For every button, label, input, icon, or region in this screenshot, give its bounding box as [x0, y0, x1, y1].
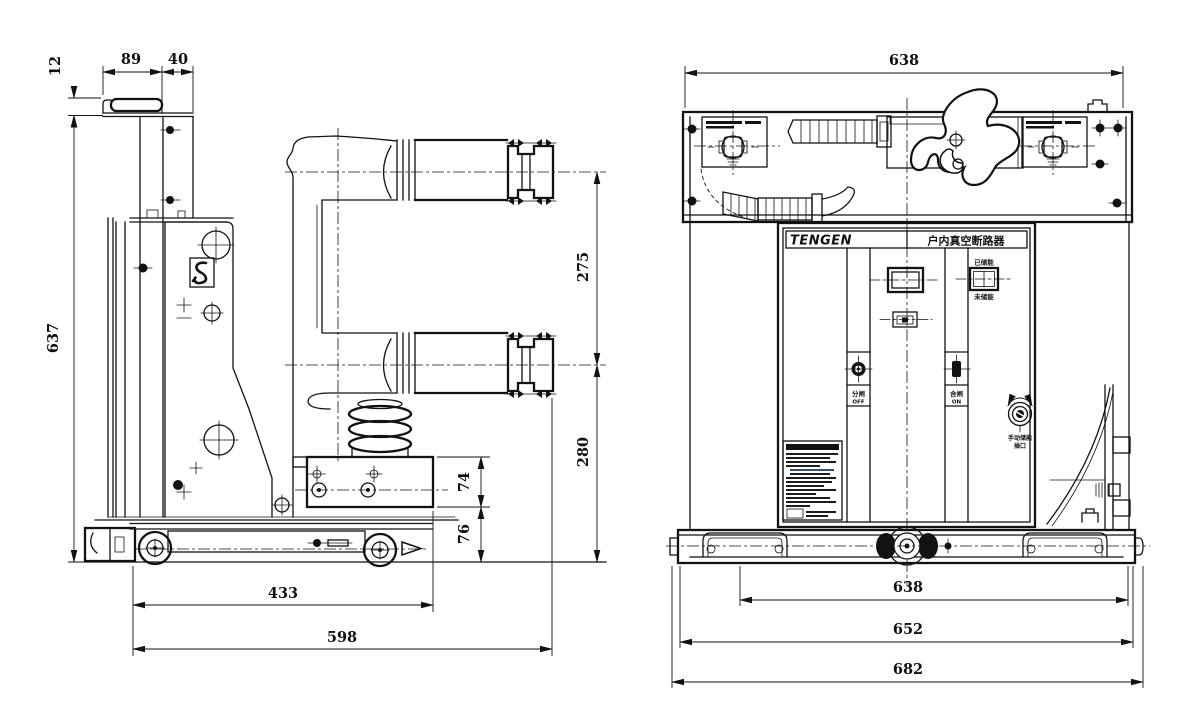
base-beam	[666, 526, 1150, 566]
upper-pole	[382, 137, 558, 207]
guide-pin	[401, 540, 424, 557]
dim-base-inner: 638	[893, 579, 923, 596]
dim-handle-width: 89	[121, 51, 141, 68]
drive-handle	[102, 97, 194, 118]
knob-sub: 插口	[1014, 442, 1026, 450]
castellated-nut	[1081, 508, 1099, 523]
lifting-handle-left	[702, 532, 788, 557]
secondary-plug-left	[701, 116, 768, 168]
nameplate	[782, 440, 843, 521]
dim-pole-spacing: 275	[575, 252, 592, 282]
wiring-conduit-upper	[787, 115, 892, 148]
charged-label: 已储能	[974, 258, 994, 267]
dim-base-outer: 682	[893, 661, 923, 678]
mechanism-section	[681, 88, 1134, 585]
knob-label: 手动储能	[1008, 434, 1032, 442]
secondary-plug-right	[1021, 116, 1088, 168]
rear-wheel	[362, 532, 398, 568]
dim-base-mid: 652	[893, 621, 923, 638]
dim-wheel-base: 433	[268, 585, 298, 602]
chassis	[83, 516, 607, 568]
side-view: 12 637 89 40 275 280 74 76 433 598	[45, 51, 607, 656]
product-name-label: 户内真空断路器	[928, 234, 1006, 248]
charging-knob: 手动储能 插口	[1007, 393, 1033, 450]
mechanism-frame-plate	[129, 209, 293, 518]
discharged-label: 未储能	[974, 292, 994, 301]
front-view: 638 638 652 682	[666, 52, 1150, 688]
dim-total-height: 637	[45, 323, 62, 353]
pole-housing	[286, 128, 398, 518]
open-button-sub: OFF	[852, 400, 864, 406]
dim-body-width: 638	[889, 52, 919, 69]
open-button: 分闸 OFF	[844, 355, 873, 406]
close-button: 合闸 ON	[943, 354, 971, 406]
side-dimensions: 12 637 89 40 275 280 74 76 433 598	[45, 51, 601, 653]
rear-tab	[1087, 99, 1108, 113]
charge-indicator: 已储能 未储能	[955, 258, 1013, 301]
lifting-hook-symbol	[191, 261, 208, 285]
door-panel: TENGEN 户内真空断路器 分闸 OFF 合闸 ON	[776, 221, 1037, 529]
operation-counter	[879, 311, 933, 328]
dim-lower-section: 280	[575, 437, 592, 467]
dim-chassis-height: 76	[456, 524, 473, 544]
dim-bracket-height: 74	[456, 472, 473, 492]
front-wheel	[137, 530, 173, 566]
front-dimensions: 638 638 652 682	[671, 52, 1144, 686]
close-button-sub: ON	[952, 400, 962, 406]
close-button-label: 合闸	[949, 389, 964, 398]
lower-pole	[382, 330, 558, 400]
corner-bolts	[687, 123, 1123, 208]
bellows-spring	[347, 398, 413, 458]
dim-handle-offset: 40	[168, 51, 188, 68]
lifting-handle-right	[1022, 532, 1108, 557]
side-walls	[689, 221, 1130, 531]
panel-header: TENGEN 户内真空断路器	[785, 230, 1028, 249]
support-bracket	[292, 455, 448, 509]
brand-logo: TENGEN	[790, 234, 852, 249]
position-indicator-window	[869, 266, 941, 294]
front-panel-plates	[107, 115, 194, 518]
dim-handle-height: 12	[47, 56, 64, 76]
open-button-label: 分闸	[852, 389, 866, 398]
interlock-hook-lever	[886, 88, 1024, 187]
right-rail	[1046, 384, 1131, 531]
dim-total-depth: 598	[327, 629, 357, 646]
